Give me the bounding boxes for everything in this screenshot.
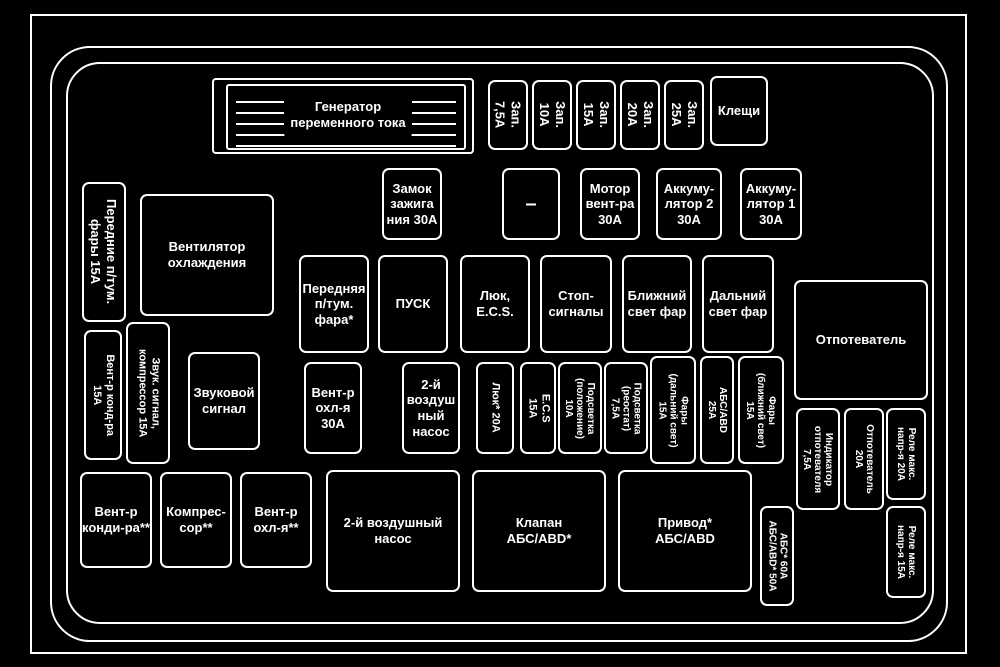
fan-motor-30a: Мотор вент-ра 30А xyxy=(580,168,640,240)
illumination-position-10a: Подсветка (положение) 10А xyxy=(558,362,602,454)
max-voltage-relay-20a: Реле макс. напр-я 20А xyxy=(886,408,926,500)
outer-frame xyxy=(30,14,967,654)
empty-slot: – xyxy=(502,168,560,240)
fuse-box-outline xyxy=(50,46,948,642)
compressor-box: Компрес- сор** xyxy=(160,472,232,568)
abs-25a: АБС/ABD 25А xyxy=(700,356,734,464)
start-box: ПУСК xyxy=(378,255,448,353)
abs-actuator: Привод* АБС/ABD xyxy=(618,470,752,592)
fuse-7-5a: Зап. 7,5А xyxy=(488,80,528,150)
fuse-25a: Зап. 25А xyxy=(664,80,704,150)
battery-2-30a: Аккуму- лятор 2 30А xyxy=(656,168,722,240)
headlamps-low-15a: Фары (ближний свет) 15А xyxy=(738,356,784,464)
fuse-10a: Зап. 10А xyxy=(532,80,572,150)
klemmy-box: Клещи xyxy=(710,76,768,146)
defroster-indicator-7-5a: Индикатор отпотевателя 7,5А xyxy=(796,408,840,510)
fuse-20a: Зап. 20А xyxy=(620,80,660,150)
front-fog-lamp: Передняя п/тум. фара* xyxy=(299,255,369,353)
max-voltage-relay-15a: Реле макс. напр-я 15А xyxy=(886,506,926,598)
sunroof-ecs: Люк, E.C.S. xyxy=(460,255,530,353)
ecs-15a: E.C.S 15А xyxy=(520,362,556,454)
sunroof-20a: Люк* 20А xyxy=(476,362,514,454)
generator-box: Генератор переменного тока xyxy=(284,90,412,140)
horn-box: Звуковой сигнал xyxy=(188,352,260,450)
cooling-fan-box: Вентилятор охлаждения xyxy=(140,194,274,316)
battery-1-30a: Аккуму- лятор 1 30А xyxy=(740,168,802,240)
fuse-box-inner-outline xyxy=(66,62,934,624)
low-beam: Ближний свет фар xyxy=(622,255,692,353)
abs-valve: Клапан АБС/ABD* xyxy=(472,470,606,592)
fuse-15a: Зап. 15А xyxy=(576,80,616,150)
cooling-fan-30a: Вент-р охл-я 30А xyxy=(304,362,362,454)
ac-fan-box: Вент-р конди-ра** xyxy=(80,472,152,568)
generator-outer xyxy=(212,78,474,154)
brake-lights: Стоп- сигналы xyxy=(540,255,612,353)
high-beam: Дальний свет фар xyxy=(702,255,774,353)
horn-compressor-15a: Звук. сигнал, компрессор 15А xyxy=(126,322,170,464)
defroster-box: Отпотеватель xyxy=(794,280,928,400)
illumination-rheostat-7-5a: Подсветка (реостат) 7,5А xyxy=(604,362,648,454)
front-fog-lamps-15a: Передние п/тум. фары 15А xyxy=(82,182,126,322)
secondary-air-pump: 2-й воздушный насос xyxy=(326,470,460,592)
ac-fan-15a: Вент-р конд-ра 15А xyxy=(84,330,122,460)
headlamps-high-15a: Фары (дальний свет) 15А xyxy=(650,356,696,464)
cooling-fan-relay-box: Вент-р охл-я** xyxy=(240,472,312,568)
generator-label: Генератор переменного тока xyxy=(290,99,406,130)
defroster-20a: Отпотеватель 20А xyxy=(844,408,884,510)
ignition-30a: Замок зажига ния 30А xyxy=(382,168,442,240)
abs-60a-50a: АБС* 60А АБС/ABD* 50А xyxy=(760,506,794,606)
secondary-air-pump-small: 2-й воздуш ный насос xyxy=(402,362,460,454)
